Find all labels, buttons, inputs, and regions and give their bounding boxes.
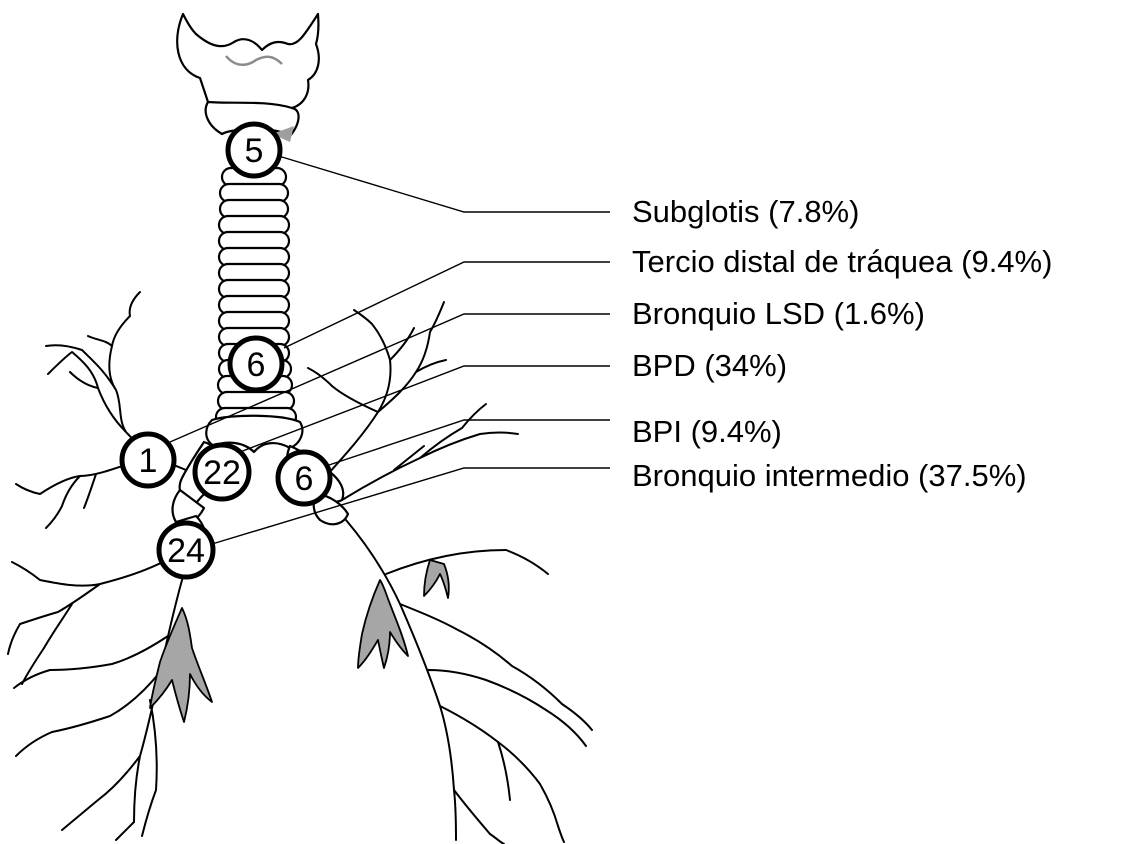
label-subglottis: Subglotis (7.8%)	[632, 194, 859, 230]
marker-count: 22	[203, 454, 241, 492]
marker-left-main-bronchus: 6	[278, 452, 330, 504]
marker-count: 5	[245, 132, 264, 170]
left-shaded-branch	[358, 580, 408, 668]
left-shaded-branch-upper	[424, 560, 449, 598]
left-upper-lobe-branches	[308, 302, 446, 474]
label-bronchus-intermedius: Bronquio intermedio (37.5%)	[632, 458, 1027, 494]
marker-count: 6	[295, 460, 314, 498]
marker-right-main-bronchus: 22	[195, 445, 249, 499]
label-left-main-bronchus: BPI (9.4%)	[632, 414, 782, 450]
marker-distal-trachea: 6	[230, 338, 282, 390]
leader-line-subglottis	[272, 154, 610, 212]
left-bronchial-tree	[308, 302, 592, 844]
marker-count: 1	[139, 442, 158, 480]
shaded-branches	[150, 560, 449, 722]
left-lower-lobe-branches	[346, 520, 562, 840]
marker-count: 24	[167, 532, 205, 570]
label-distal-trachea: Tercio distal de tráquea (9.4%)	[632, 244, 1052, 280]
right-bronchial-tree	[8, 292, 186, 840]
marker-subglottis: 5	[228, 124, 280, 176]
right-shaded-branch	[150, 608, 212, 722]
right-lower-lobe-twigs	[8, 624, 134, 840]
label-rul-bronchus: Bronquio LSD (1.6%)	[632, 296, 925, 332]
leader-line-distal-trachea	[284, 262, 610, 348]
marker-bronchus-intermedius: 24	[159, 523, 213, 577]
marker-count: 6	[247, 346, 266, 384]
leader-line-bronchus-intermedius	[212, 468, 610, 544]
label-right-main-bronchus: BPD (34%)	[632, 348, 787, 384]
marker-rul-bronchus: 1	[122, 434, 174, 486]
thyroid-cartilage	[177, 14, 319, 111]
left-lower-lobe-twigs	[490, 550, 592, 844]
